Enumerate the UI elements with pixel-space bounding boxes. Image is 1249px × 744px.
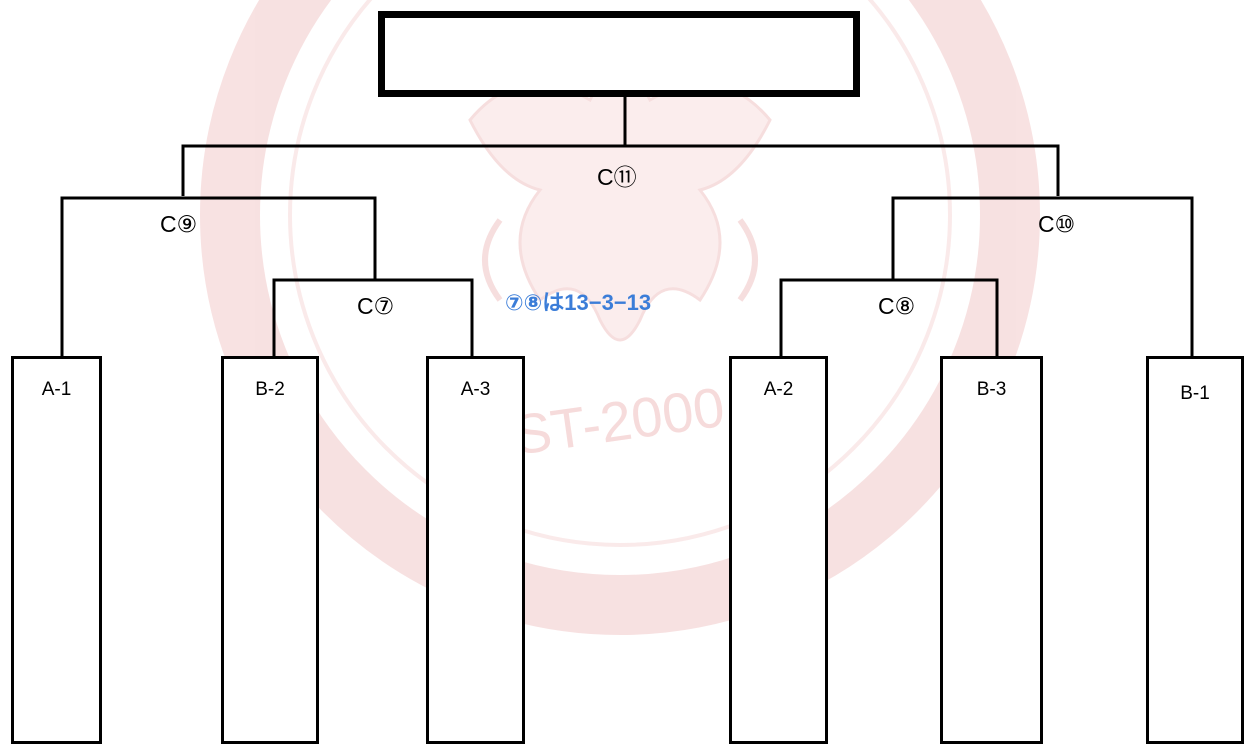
team-box-b2: B-2	[221, 356, 319, 744]
team-box-a2: A-2	[729, 356, 828, 744]
eagle-crest-icon	[200, 0, 1040, 635]
team-label: A-3	[460, 379, 491, 400]
match-label-c11: C⑪	[597, 164, 637, 190]
match-rule-note: ⑦⑧は13−3−13	[505, 290, 652, 315]
final-winner-box	[378, 11, 860, 97]
team-box-a1: A-1	[11, 356, 102, 744]
team-label: B-2	[255, 379, 285, 400]
team-label: A-1	[41, 379, 72, 400]
team-label: A-2	[763, 379, 794, 400]
match-label-c9: C⑨	[160, 211, 198, 237]
team-box-b3: B-3	[940, 356, 1043, 744]
match-label-c8: C⑧	[878, 293, 916, 319]
match-label-c10: C⑩	[1038, 211, 1076, 237]
team-label: B-1	[1180, 383, 1210, 404]
team-box-b1: B-1	[1146, 356, 1244, 744]
team-label: B-3	[976, 379, 1007, 400]
team-box-a3: A-3	[426, 356, 525, 744]
match-label-c7: C⑦	[357, 293, 395, 319]
